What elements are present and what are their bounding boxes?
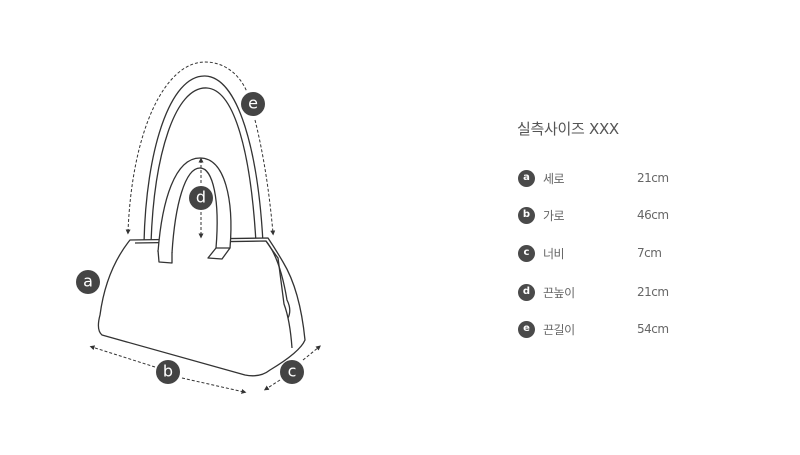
long-handle [143, 75, 264, 244]
badge-d: d [518, 283, 535, 301]
measurement-row-c: c 너비 7cm [518, 244, 662, 262]
arrow-c [263, 379, 281, 391]
bag-body [97, 237, 306, 377]
svg-text:d: d [196, 188, 206, 207]
size-title: 실측사이즈 XXX [517, 120, 619, 138]
marker-b: b [156, 360, 180, 384]
measurement-label: 세로 [543, 171, 565, 186]
measurement-row-a: a 세로 21cm [518, 169, 669, 187]
measurement-value: 7cm [637, 246, 662, 260]
measurement-value: 54cm [637, 322, 669, 336]
marker-c: c [280, 360, 304, 384]
badge-e: e [518, 320, 535, 338]
measurement-row-b: b 가로 46cm [518, 206, 669, 224]
svg-text:b: b [163, 362, 173, 381]
marker-d: d [189, 186, 213, 210]
measurement-value: 21cm [637, 171, 669, 185]
svg-text:e: e [248, 94, 258, 113]
measurement-row-d: d 끈높이 21cm [518, 283, 669, 301]
measurement-row-e: e 끈길이 54cm [518, 320, 669, 338]
svg-text:c: c [288, 362, 297, 381]
arrow-b [89, 345, 156, 368]
badge-b: b [518, 206, 535, 224]
measurement-label: 너비 [543, 246, 565, 261]
badge-c: c [518, 244, 535, 262]
measurement-label: 가로 [543, 208, 565, 223]
marker-a: a [76, 270, 100, 294]
measurement-label: 끈높이 [543, 285, 575, 300]
marker-e: e [241, 92, 265, 116]
arrow-e [125, 61, 248, 235]
badge-a: a [518, 169, 535, 187]
measurement-label: 끈길이 [543, 322, 575, 337]
measurement-value: 21cm [637, 285, 669, 299]
svg-text:a: a [83, 272, 93, 291]
measurement-value: 46cm [637, 208, 669, 222]
